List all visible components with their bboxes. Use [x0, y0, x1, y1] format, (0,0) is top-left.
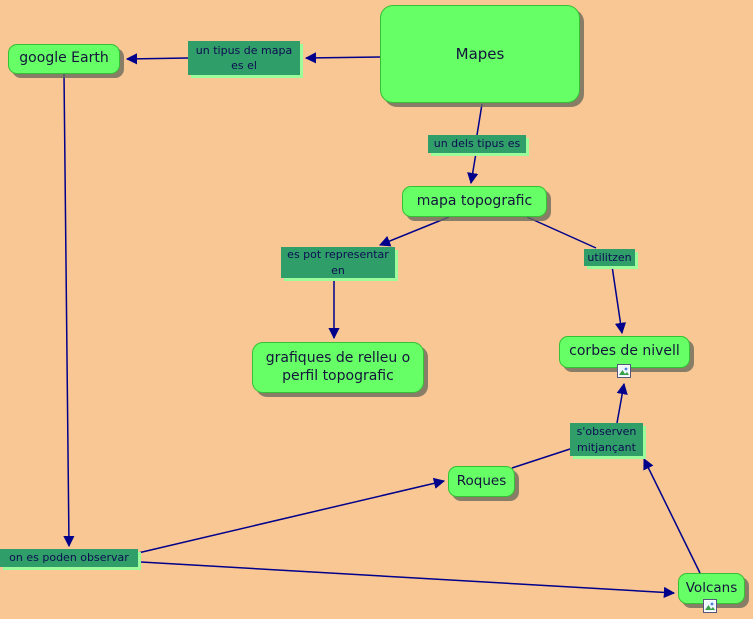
connector-google-earth-to-on-es-poden[interactable]: [63, 73, 75, 548]
link-label-un-tipus-de-mapa[interactable]: un tipus de mapa es el: [188, 41, 300, 75]
node-google-earth[interactable]: google Earth: [8, 44, 120, 74]
node-mapes[interactable]: Mapes: [380, 5, 580, 103]
connector-s-observen-to-corbes[interactable]: [616, 382, 628, 424]
connector-roques-to-s-observen[interactable]: [511, 448, 571, 469]
image-resource-icon[interactable]: [703, 599, 717, 613]
node-roques[interactable]: Roques: [448, 466, 515, 497]
link-label-on-es-poden-observar[interactable]: on es poden observar: [0, 549, 138, 567]
image-resource-icon[interactable]: [617, 364, 631, 378]
node-volcans[interactable]: Volcans: [678, 573, 745, 604]
connector-volcans-to-s-observen[interactable]: [643, 457, 701, 574]
connector-mapes-to-un-tipus[interactable]: [304, 52, 381, 64]
connector-mapa-topografic-to-utilitzen[interactable]: [526, 216, 597, 249]
node-grafiques-de-relleu[interactable]: grafiques de relleu o perfil topografic: [252, 342, 424, 393]
connector-un-tipus-to-google-earth[interactable]: [125, 53, 189, 65]
connector-mapa-topografic-to-es-pot-representar[interactable]: [378, 216, 450, 247]
link-label-utilitzen[interactable]: utilitzen: [584, 249, 635, 266]
connector-on-es-poden-to-volcans[interactable]: [140, 561, 676, 599]
connector-un-dels-tipus-to-mapa-topografic[interactable]: [467, 152, 479, 185]
link-label-es-pot-representar[interactable]: es pot representar en: [281, 247, 395, 278]
node-corbes-de-nivell[interactable]: corbes de nivell: [559, 336, 690, 368]
node-mapa-topografic[interactable]: mapa topografic: [402, 186, 547, 217]
connector-utilitzen-to-corbes[interactable]: [611, 265, 627, 335]
connector-on-es-poden-to-roques[interactable]: [137, 477, 446, 554]
link-label-s-observen[interactable]: s'observen mitjançant: [570, 423, 643, 456]
link-label-un-dels-tipus[interactable]: un dels tipus es: [428, 135, 526, 153]
connector-mapes-to-un-dels-tipus[interactable]: [476, 103, 483, 136]
